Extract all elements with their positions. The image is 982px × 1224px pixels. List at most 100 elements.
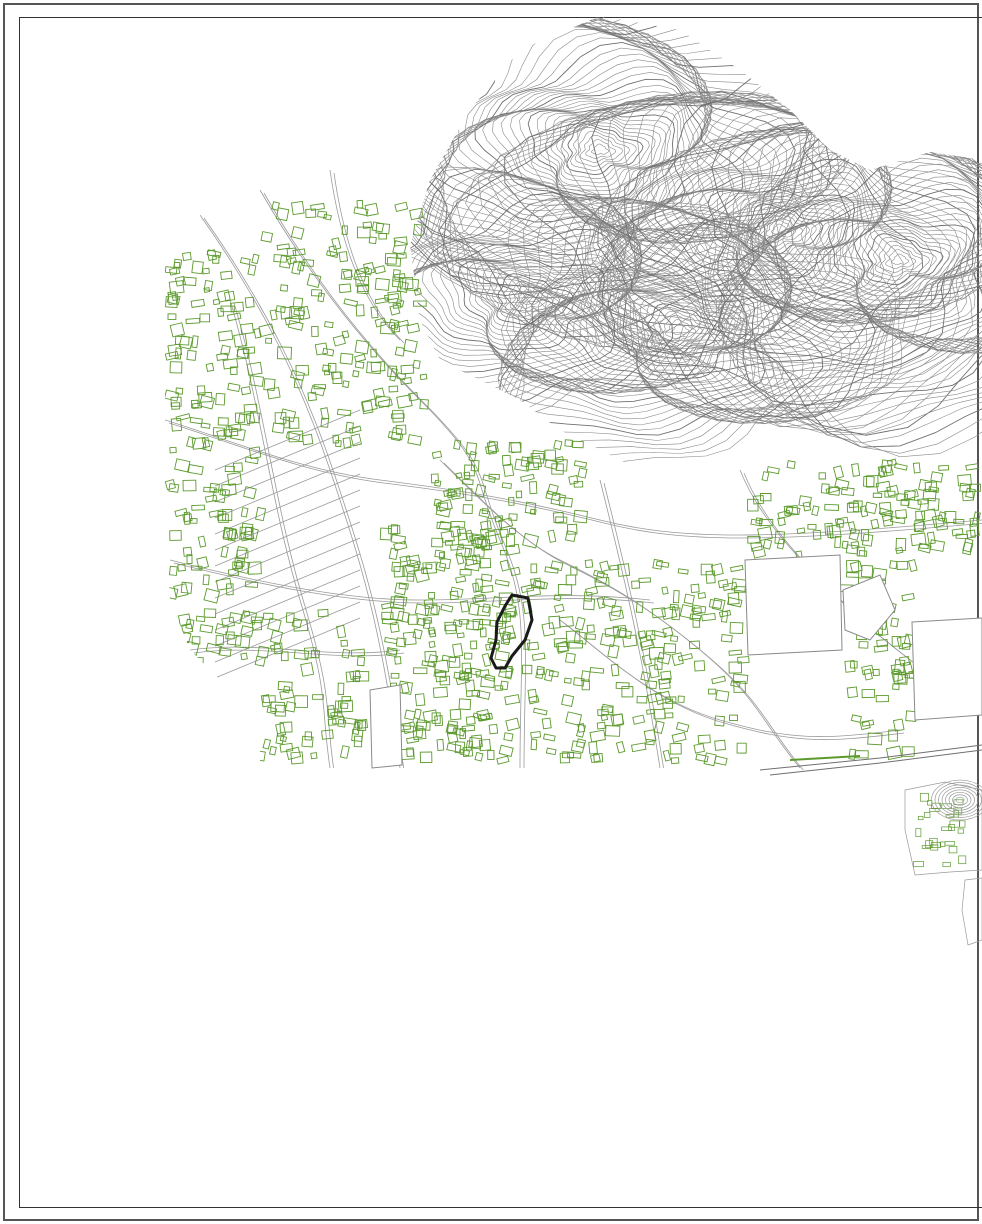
building [646, 680, 658, 690]
road-edge [443, 462, 805, 770]
contour-line [410, 16, 868, 344]
building [415, 725, 424, 738]
building [465, 529, 475, 543]
building [166, 634, 180, 648]
building [422, 561, 438, 575]
contour-line [497, 201, 867, 431]
building [566, 523, 578, 535]
contour-line [466, 261, 601, 346]
contour-line [570, 127, 637, 171]
building [226, 472, 243, 487]
building [693, 660, 706, 672]
building [777, 509, 792, 520]
building [889, 560, 898, 570]
contour-line [572, 271, 775, 400]
building [529, 481, 538, 495]
building [543, 668, 555, 682]
building [826, 525, 834, 539]
building [356, 226, 371, 239]
building [459, 728, 467, 740]
building [941, 826, 952, 831]
building [465, 668, 473, 674]
building [413, 708, 422, 720]
building [850, 660, 858, 669]
building [920, 508, 937, 523]
building [422, 617, 433, 625]
building [269, 309, 278, 321]
building [455, 675, 471, 686]
building [834, 478, 850, 491]
building [175, 387, 184, 395]
building [186, 436, 197, 449]
building [435, 506, 451, 518]
building [861, 664, 874, 676]
building [646, 708, 656, 715]
building [915, 828, 922, 837]
building [609, 564, 620, 571]
building [290, 225, 305, 240]
building [348, 425, 362, 434]
building [872, 668, 880, 676]
building [341, 648, 351, 659]
building [755, 517, 764, 525]
contour-line [500, 277, 567, 321]
contour-line [659, 315, 703, 343]
building [532, 707, 548, 716]
building [796, 527, 806, 535]
contour-line [537, 246, 789, 416]
building [834, 535, 842, 549]
building [430, 604, 441, 616]
building [167, 291, 178, 305]
building [499, 680, 509, 691]
building [957, 473, 972, 487]
building [292, 248, 306, 257]
building [175, 413, 191, 422]
building [760, 493, 772, 502]
contour-line [597, 101, 967, 331]
building [499, 550, 508, 556]
building [645, 630, 656, 641]
building [416, 617, 426, 627]
building [431, 712, 441, 724]
building [689, 613, 702, 622]
building [165, 586, 179, 600]
building [354, 339, 370, 355]
building [449, 525, 462, 538]
building [203, 486, 217, 493]
building [898, 655, 911, 667]
parcel-line [214, 425, 361, 487]
road-edge [203, 217, 405, 770]
building [474, 593, 485, 602]
building [341, 330, 350, 339]
building [464, 547, 473, 558]
building [520, 473, 535, 483]
building [271, 201, 280, 211]
building [356, 720, 367, 731]
building [280, 306, 293, 320]
building [636, 695, 648, 704]
building [762, 538, 773, 550]
building [337, 699, 354, 713]
parcel-line [214, 473, 361, 535]
building [759, 518, 774, 527]
building [876, 639, 889, 648]
building [705, 570, 716, 584]
building [845, 544, 859, 555]
building [419, 751, 433, 764]
building [235, 561, 243, 569]
building [404, 561, 420, 573]
building [477, 605, 491, 617]
building [568, 475, 579, 485]
building [352, 370, 360, 378]
contour-line [707, 189, 855, 281]
building [550, 560, 564, 572]
building [190, 298, 206, 308]
building [230, 301, 245, 313]
building [462, 504, 473, 515]
building [243, 486, 257, 500]
building [515, 490, 523, 499]
building [589, 667, 605, 674]
building [503, 732, 514, 742]
building [284, 315, 301, 326]
building [885, 745, 903, 761]
